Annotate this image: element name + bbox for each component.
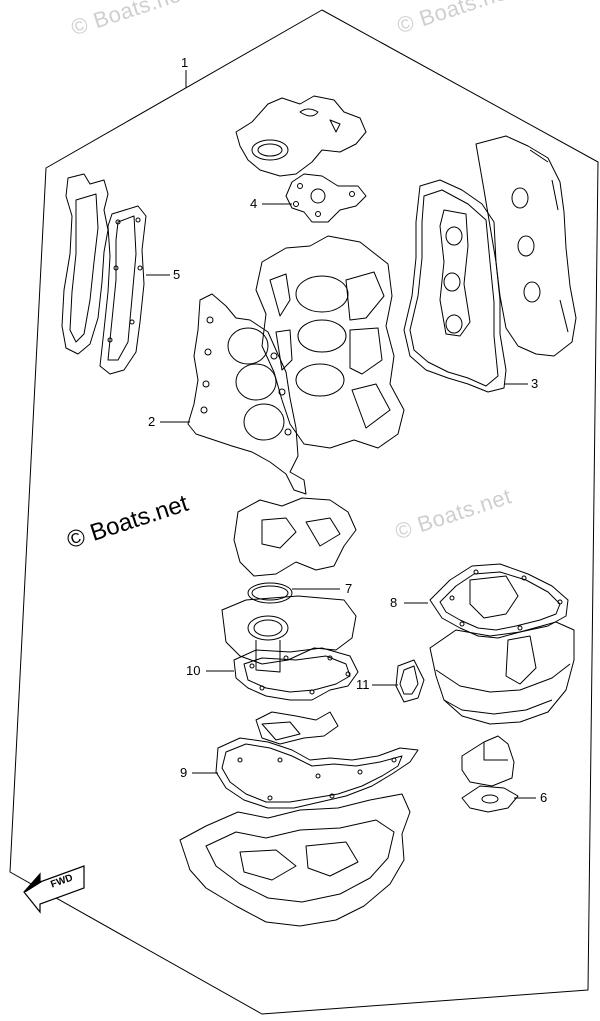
part-gasket-6 — [461, 785, 519, 813]
callout-10: 10 — [186, 663, 201, 678]
part-gasket-10 — [233, 647, 359, 701]
part-gasket-4 — [285, 173, 367, 223]
callout-3: 3 — [531, 376, 539, 391]
callout-9: 9 — [180, 765, 188, 780]
callout-6: 6 — [540, 790, 548, 805]
part-gasket-11 — [395, 659, 425, 703]
callout-2: 2 — [148, 414, 156, 429]
part-strainer — [461, 735, 515, 787]
part-lower-case — [179, 793, 411, 927]
part-gasket-9 — [215, 737, 419, 809]
part-gasket-5 — [99, 205, 147, 375]
part-rocker-cover — [475, 135, 577, 357]
part-head-gasket-2 — [187, 293, 307, 495]
part-side-cover — [61, 173, 109, 355]
callout-7: 7 — [345, 581, 353, 596]
part-rocker-gasket-3 — [403, 179, 507, 393]
callout-11: 11 — [356, 677, 370, 692]
callout-5: 5 — [173, 267, 181, 282]
part-upper-housing — [235, 95, 367, 177]
kit-boundary — [9, 9, 599, 1015]
part-mid-housing — [233, 497, 357, 577]
part-inlet-gasket — [255, 711, 339, 745]
callout-4: 4 — [250, 196, 258, 211]
part-oil-pan — [429, 621, 575, 725]
part-cylinder-block — [255, 235, 405, 449]
part-oil-plate — [221, 595, 357, 665]
callout-1: 1 — [181, 55, 189, 70]
callout-8: 8 — [390, 595, 398, 610]
part-oring-7 — [247, 582, 293, 604]
fwd-arrow-icon — [23, 865, 85, 914]
part-oil-pan-gasket-8 — [429, 563, 569, 639]
